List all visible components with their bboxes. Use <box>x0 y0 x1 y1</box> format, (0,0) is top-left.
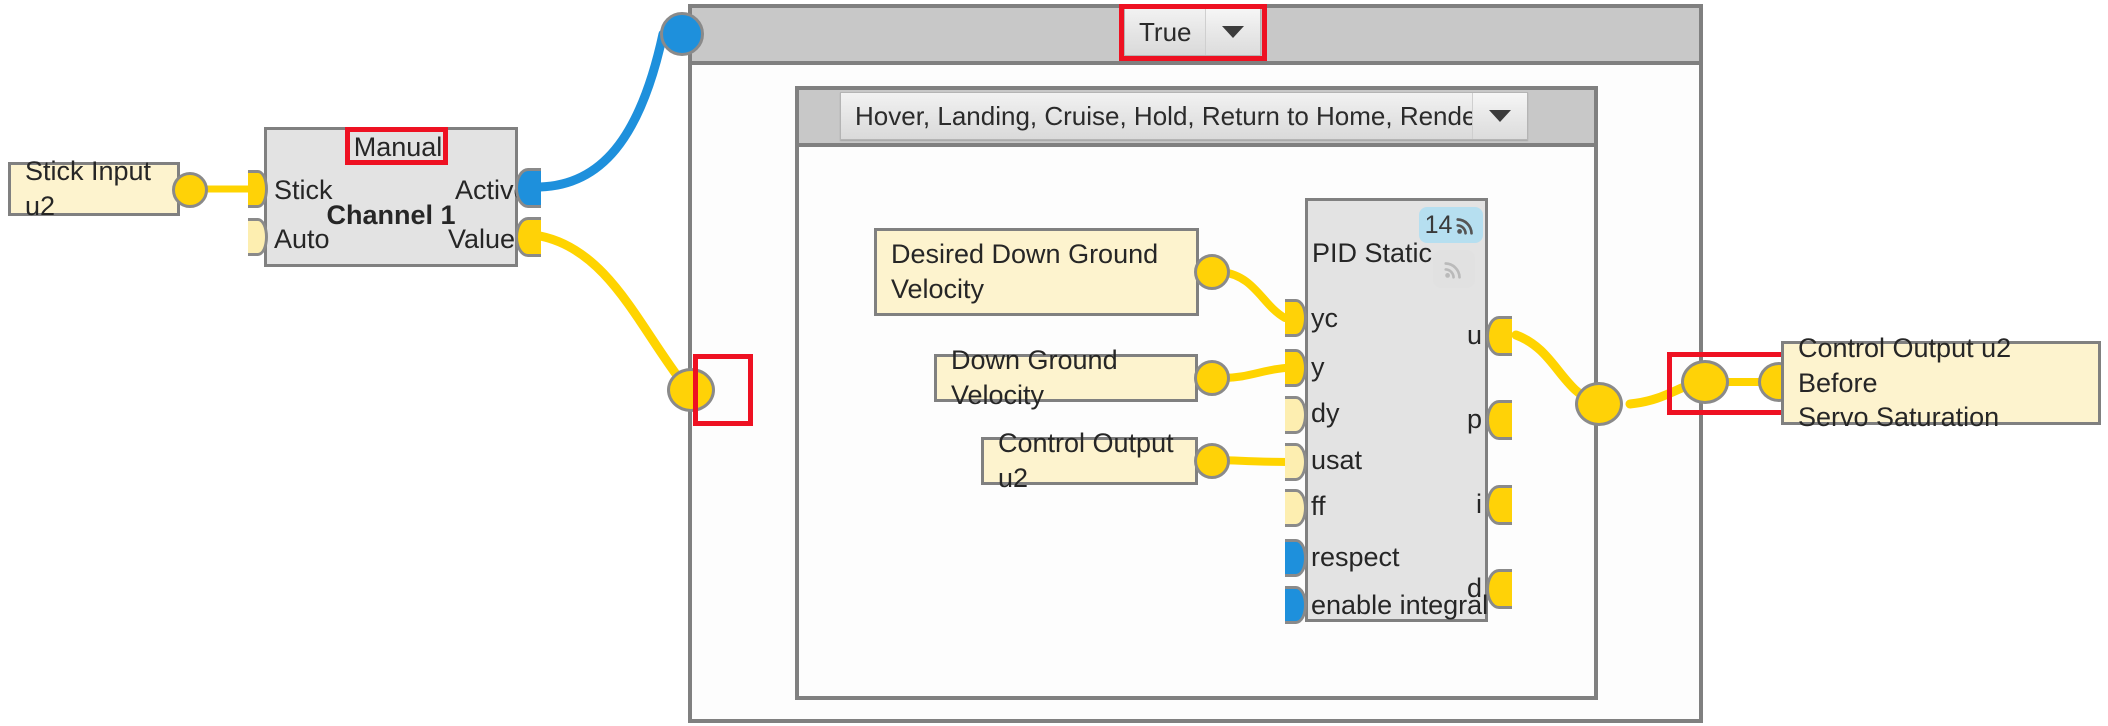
signal-box-desired-down-ground-velocity-line-1: Desired Down Ground <box>891 239 1159 270</box>
mode-dropdown[interactable]: Hover, Landing, Cruise, Hold, Return to … <box>840 92 1528 140</box>
wire-value-to-group-yellow-port <box>535 231 693 395</box>
pid-port-respect[interactable] <box>1285 539 1307 577</box>
outer-group-input-port-highlight <box>693 354 753 426</box>
pid-static-block-name: PID Static <box>1312 238 1433 268</box>
signal-icon <box>1456 218 1474 235</box>
outer-group-input-port-value[interactable] <box>667 368 715 412</box>
pid-input-label-yc: yc <box>1311 303 1338 333</box>
channel-1-input-label-stick: Stick <box>274 175 333 205</box>
signal-box-desired-down-ground-velocity-line-2: Velocity <box>891 274 985 304</box>
pid-input-label-usat: usat <box>1311 445 1363 475</box>
stick-input-output-port[interactable] <box>172 172 208 208</box>
signal-box-down-ground-velocity[interactable]: Down Ground Velocity <box>934 345 1198 410</box>
pid-input-label-y: y <box>1311 352 1325 382</box>
control-output-u2-output-port[interactable] <box>1194 443 1230 479</box>
desired-down-ground-velocity-output-port[interactable] <box>1194 254 1230 290</box>
signal-box-stick-input-label: Stick Input u2 <box>25 156 152 221</box>
pid-port-u[interactable] <box>1486 316 1512 356</box>
signal-box-down-ground-velocity-label: Down Ground Velocity <box>951 345 1118 410</box>
condition-dropdown-value: True <box>1139 16 1192 47</box>
manual-mode-highlight <box>345 127 448 165</box>
pid-port-d[interactable] <box>1486 569 1512 609</box>
down-ground-velocity-output-port[interactable] <box>1194 360 1230 396</box>
signal-box-control-output-before-servo-saturation-line-1: Control Output u2 Before <box>1798 333 2012 398</box>
channel-1-port-active[interactable] <box>515 168 541 208</box>
pid-port-yc[interactable] <box>1285 299 1307 337</box>
signal-box-control-output-before-servo-saturation-line-2: Servo Saturation <box>1798 402 2000 433</box>
chevron-down-icon[interactable] <box>1205 9 1260 55</box>
pid-port-dy[interactable] <box>1285 396 1307 434</box>
channel-1-block[interactable] <box>264 127 518 267</box>
pid-output-label-u: u <box>1466 320 1482 350</box>
pid-port-p[interactable] <box>1486 400 1512 440</box>
pid-port-y[interactable] <box>1285 349 1307 387</box>
channel-1-input-label-auto: Auto <box>274 224 330 254</box>
pid-output-label-d: d <box>1466 573 1482 603</box>
channel-1-mode-label: Manual <box>353 132 443 162</box>
pid-output-label-i: i <box>1476 489 1482 519</box>
wire-active-to-group-blue-port <box>535 29 668 192</box>
outer-group-input-port-active[interactable] <box>660 12 704 56</box>
pid-port-i[interactable] <box>1486 485 1512 525</box>
channel-1-block-name: Channel 1 <box>326 200 456 230</box>
inner-group-output-port[interactable] <box>1575 382 1623 426</box>
pid-port-enable-integral[interactable] <box>1285 586 1307 624</box>
pid-signal-badge-count: 14 <box>1424 210 1453 239</box>
chevron-down-icon[interactable] <box>1472 93 1527 139</box>
condition-dropdown[interactable]: True <box>1124 8 1261 56</box>
pid-output-label-p: p <box>1466 404 1482 434</box>
signal-box-control-output-u2-label: Control Output u2 <box>998 428 1174 493</box>
signal-icon <box>1444 262 1461 279</box>
mode-dropdown-value: Hover, Landing, Cruise, Hold, Return to … <box>855 100 1472 131</box>
pid-port-usat[interactable] <box>1285 443 1307 481</box>
channel-1-port-stick[interactable] <box>248 170 268 208</box>
true-condition-highlight <box>1119 4 1267 61</box>
channel-1-port-auto[interactable] <box>248 218 268 256</box>
pid-signal-badge-active[interactable]: 14 <box>1419 207 1483 243</box>
pid-input-label-enable-integral: enable integral <box>1311 590 1489 620</box>
outer-group-output-port[interactable] <box>1681 360 1729 404</box>
pid-input-label-dy: dy <box>1311 398 1340 428</box>
pid-input-label-respect: respect <box>1311 542 1400 572</box>
pid-signal-badge-muted[interactable] <box>1433 250 1475 288</box>
signal-box-stick-input[interactable]: Stick Input u2 <box>8 156 180 221</box>
pid-port-ff[interactable] <box>1285 489 1307 527</box>
signal-box-desired-down-ground-velocity[interactable]: Desired Down Ground Velocity <box>874 228 1199 316</box>
channel-1-port-value[interactable] <box>515 217 541 257</box>
signal-box-control-output-u2[interactable]: Control Output u2 <box>981 428 1198 493</box>
signal-box-control-output-before-servo-saturation[interactable]: Control Output u2 Before Servo Saturatio… <box>1781 333 2101 432</box>
channel-1-output-label-value: Value <box>448 224 516 254</box>
pid-input-label-ff: ff <box>1311 491 1326 521</box>
